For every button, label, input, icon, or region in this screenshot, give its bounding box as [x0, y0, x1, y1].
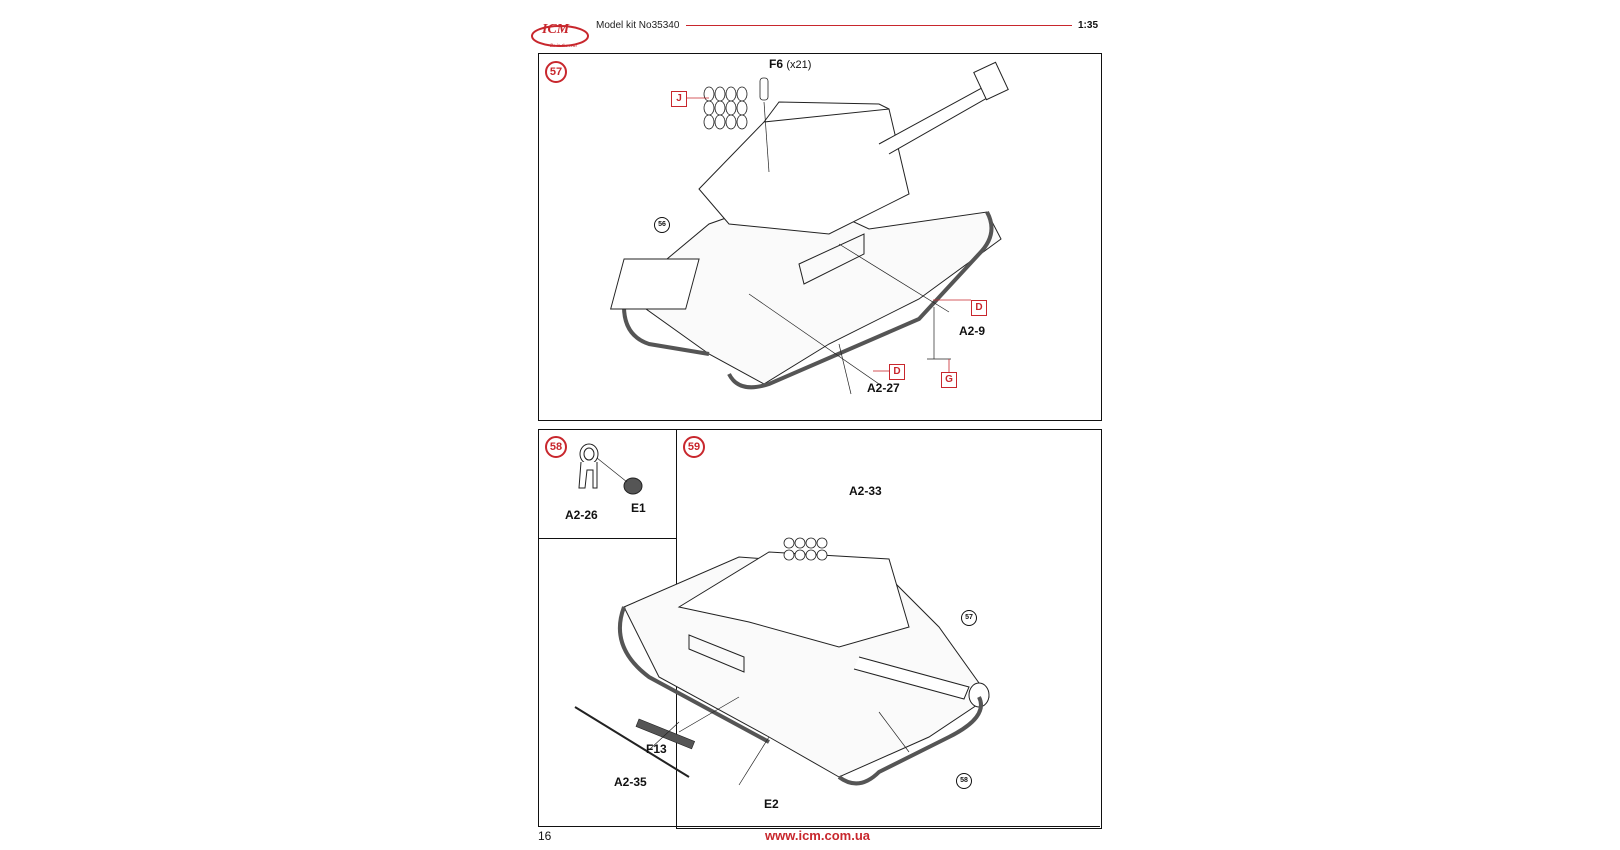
label-a2-26: A2-26 — [565, 508, 598, 522]
logo-text: ICM — [541, 22, 570, 37]
label-f6-part: F6 — [769, 57, 784, 71]
label-a2-27: A2-27 — [867, 381, 900, 395]
scale-label: 1:35 — [1078, 20, 1099, 31]
label-f6: F6 (x21) — [769, 57, 811, 71]
step-59-badge: 59 — [683, 436, 705, 458]
tag-j: J — [671, 91, 687, 107]
label-a2-9: A2-9 — [959, 324, 986, 338]
step-58-panel: 58 A2-26 E1 — [538, 429, 678, 539]
label-f6-qty: (x21) — [786, 59, 812, 71]
label-e1: E1 — [631, 501, 646, 515]
tag-g: G — [941, 372, 957, 388]
icm-logo: ICM Be in the real — [530, 16, 590, 50]
logo-tagline: Be in the real — [550, 44, 578, 49]
step-59-drawing — [574, 537, 990, 786]
ref-step-57: 57 — [961, 610, 977, 626]
header-rule — [686, 25, 1072, 26]
tag-d-lower: D — [889, 364, 905, 380]
step-57-drawing — [610, 61, 1009, 395]
label-f13: F13 — [646, 742, 667, 756]
step-59-drawing-area — [538, 537, 1100, 827]
label-a2-35: A2-35 — [614, 775, 647, 789]
step-58-drawing — [578, 443, 643, 495]
step-57-panel: 57 — [538, 53, 1102, 421]
icm-logo-graphic: ICM Be in the real — [531, 22, 589, 49]
website-link[interactable]: www.icm.com.ua — [765, 828, 870, 843]
ref-step-56: 56 — [654, 217, 670, 233]
step-57-badge: 57 — [545, 61, 567, 83]
page-number: 16 — [538, 829, 552, 843]
tag-d-upper: D — [971, 300, 987, 316]
label-e2: E2 — [764, 797, 779, 811]
model-kit-label: Model kit No35340 — [596, 20, 680, 31]
step-58-badge: 58 — [545, 436, 567, 458]
label-a2-33: A2-33 — [849, 484, 882, 498]
ref-step-58: 58 — [956, 773, 972, 789]
